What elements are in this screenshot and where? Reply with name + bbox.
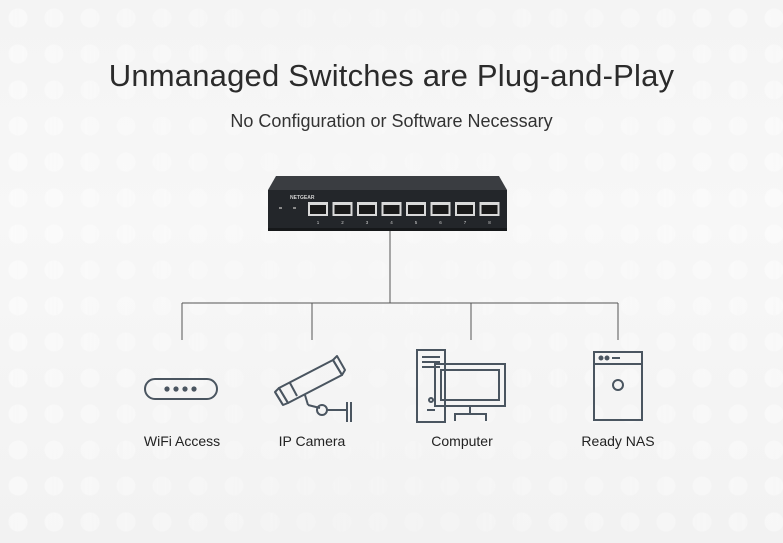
device-label-camera: IP Camera bbox=[278, 433, 346, 449]
ethernet-port-socket bbox=[481, 205, 498, 214]
device-label-wifi: WiFi Access bbox=[143, 433, 221, 449]
ethernet-port-socket bbox=[334, 205, 351, 214]
device-label-computer: Computer bbox=[431, 433, 493, 449]
port-number-label: 2 bbox=[341, 220, 344, 225]
port-number-label: 6 bbox=[439, 220, 442, 225]
computer-icon bbox=[416, 349, 506, 423]
ethernet-port-socket bbox=[408, 205, 424, 214]
ethernet-port-socket bbox=[457, 205, 473, 214]
device-label-nas: Ready NAS bbox=[581, 433, 655, 449]
wifi-access-point-icon bbox=[144, 378, 218, 400]
ethernet-port-socket bbox=[383, 205, 400, 214]
nas-icon bbox=[593, 351, 643, 421]
connection-lines bbox=[181, 231, 619, 340]
switch-top bbox=[268, 176, 507, 190]
port-number-label: 1 bbox=[317, 220, 320, 225]
port-number-label: 3 bbox=[366, 220, 369, 225]
page-title: Unmanaged Switches are Plug-and-Play bbox=[108, 58, 675, 93]
port-number-label: 5 bbox=[415, 220, 418, 225]
ip-camera-icon bbox=[274, 355, 352, 422]
switch-ports: 1 2 3 4 5 6 7 8 bbox=[308, 202, 500, 225]
power-led bbox=[279, 207, 282, 209]
ethernet-port-socket bbox=[310, 205, 326, 214]
speed-led bbox=[293, 207, 296, 209]
network-switch: NETGEAR 1 2 3 4 5 6 7 8 bbox=[268, 176, 507, 231]
port-number-label: 8 bbox=[488, 220, 491, 225]
switch-base bbox=[268, 228, 507, 231]
port-number-label: 7 bbox=[464, 220, 467, 225]
port-number-label: 4 bbox=[390, 220, 393, 225]
ethernet-port-socket bbox=[359, 205, 375, 214]
page-subtitle: No Configuration or Software Necessary bbox=[230, 111, 553, 131]
ethernet-port-socket bbox=[432, 205, 449, 214]
switch-brand-text: NETGEAR bbox=[290, 195, 315, 201]
